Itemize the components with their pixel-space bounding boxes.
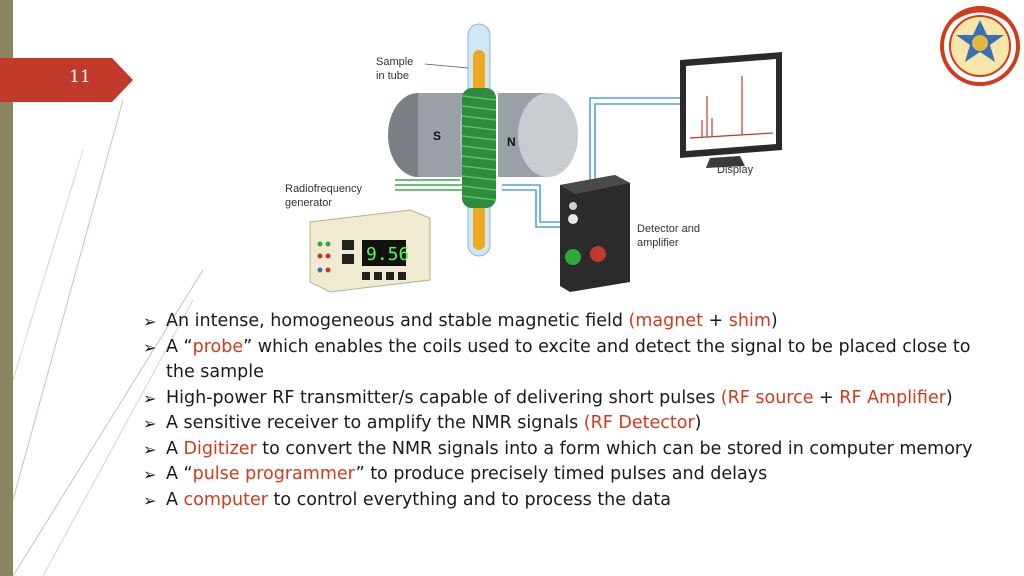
bullet-text: A “: [166, 464, 193, 484]
bullet-arrow-icon: ➢: [143, 312, 157, 331]
bullet-arrow-icon: ➢: [143, 337, 157, 357]
bullet-item: ➢ High-power RF transmitter/s capable of …: [143, 386, 973, 412]
bullet-arrow-icon: ➢: [143, 388, 157, 408]
highlight-term: Digitizer: [183, 438, 257, 459]
bullet-text: ” to produce precisely timed pulses and …: [355, 464, 768, 484]
bullet-arrow-icon: ➢: [143, 414, 157, 433]
bullet-text: ): [694, 413, 702, 433]
highlight-term: pulse programmer: [192, 464, 356, 484]
magnet-north: [518, 93, 578, 177]
bullet-item: ➢ An intense, homogeneous and stable magn…: [143, 309, 973, 335]
bullet-text: An intense, homogeneous and stable magne…: [166, 311, 629, 331]
magnet-s-label: S: [433, 129, 441, 143]
highlight-term: shim: [728, 311, 771, 331]
rf-generator: 9.56: [309, 209, 431, 293]
display-monitor: [680, 52, 782, 168]
display-label: Display: [717, 164, 754, 176]
highlight-term: RF Amplifier: [839, 387, 946, 408]
rf-coil: [461, 88, 497, 208]
bullet-item: ➢ A computer to control everything and to…: [143, 488, 973, 514]
bullet-text: ” which enables the coils used to excite…: [166, 336, 971, 383]
highlight-term: (RF Detector: [583, 413, 695, 433]
bullet-item: ➢ A Digitizer to convert the NMR signals …: [143, 437, 973, 463]
magnet-n-label: N: [507, 135, 516, 149]
left-accent-bar: [0, 0, 13, 576]
nmr-instrument-diagram: S N: [309, 23, 782, 293]
bullet-arrow-icon: ➢: [143, 439, 157, 459]
bullet-arrow-icon: ➢: [143, 465, 157, 484]
bullet-list: ➢ An intense, homogeneous and stable magn…: [143, 309, 973, 513]
bullet-text: +: [813, 387, 840, 408]
cables: [395, 97, 680, 228]
bullet-text: +: [702, 311, 729, 331]
bullet-item: ➢ A “pulse programmer” to produce precise…: [143, 462, 973, 488]
highlight-term: computer: [183, 489, 268, 510]
bullet-text: A sensitive receiver to amplify the NMR …: [166, 413, 584, 433]
slide-number: 11: [69, 67, 91, 87]
bullet-text: High-power RF transmitter/s capable of d…: [166, 387, 721, 408]
highlight-term: (RF source: [720, 387, 814, 408]
bullet-text: ): [770, 311, 778, 331]
bullet-item: ➢ A “probe” which enables the coils used …: [143, 335, 973, 386]
bullet-text: A: [166, 438, 184, 459]
bullet-item: ➢ A sensitive receiver to amplify the NMR…: [143, 411, 973, 437]
highlight-term: (magnet: [628, 311, 703, 331]
slide-number-badge: [0, 58, 133, 102]
detector-amplifier-box: [560, 175, 630, 292]
decorative-lines: [13, 99, 203, 576]
highlight-term: probe: [192, 336, 244, 357]
rf-readout: 9.56: [366, 244, 409, 265]
institution-logo: [940, 6, 1020, 86]
bullet-text: to convert the NMR signals into a form w…: [256, 438, 973, 459]
bullet-arrow-icon: ➢: [143, 490, 157, 510]
bullet-text: A “: [166, 336, 193, 357]
bullet-text: to control everything and to process the…: [267, 489, 672, 510]
bullet-text: ): [945, 387, 953, 408]
bullet-text: A: [166, 489, 184, 510]
